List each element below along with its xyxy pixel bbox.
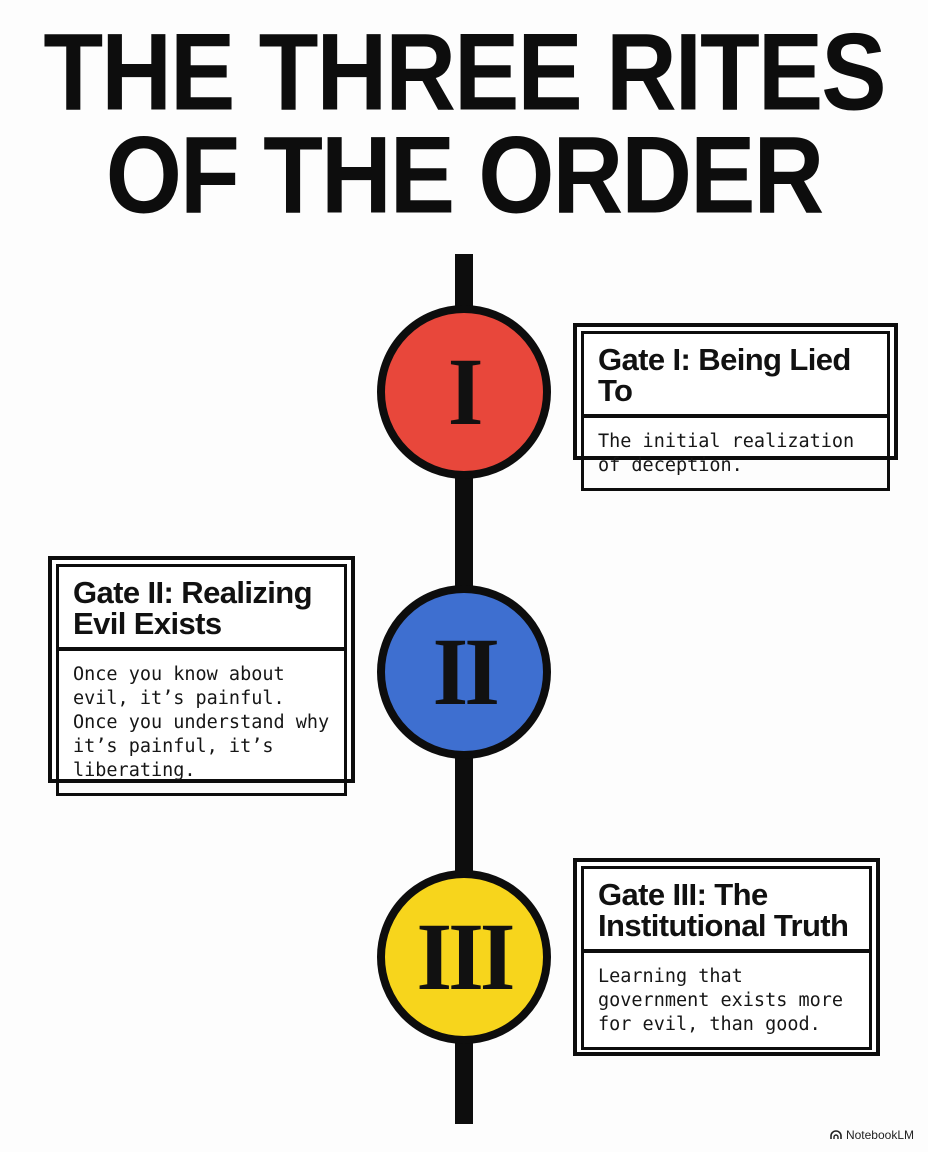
notebooklm-logo-icon [830,1130,842,1140]
title-line-2: OF THE ORDER [105,112,824,237]
gate-3-heading: Gate III: The Institutional Truth [581,866,872,953]
title-line-1: THE THREE RITES [43,9,886,134]
gate-3-description: Learning that government exists more for… [581,953,872,1050]
poster-title: THE THREE RITES OF THE ORDER [0,9,928,237]
gate-1-card: Gate I: Being Lied To The initial realiz… [573,323,898,491]
gate-3-numeral: III [416,903,515,1010]
gate-3-circle: III [377,870,551,1044]
gate-1-circle: I [377,305,551,479]
gate-2-description: Once you know about evil, it’s painful. … [56,651,347,796]
gate-1-description: The initial realization of deception. [581,418,890,491]
gate-2-card: Gate II: Realizing Evil Exists Once you … [48,556,355,796]
footer-brand: NotebookLM [845,1128,914,1142]
gate-3-card: Gate III: The Institutional Truth Learni… [573,858,880,1056]
gate-1-numeral: I [448,338,484,445]
gate-2-numeral: II [432,618,499,725]
gate-1-heading: Gate I: Being Lied To [581,331,890,418]
notebooklm-footer: NotebookLM [830,1128,914,1142]
gate-2-circle: II [377,585,551,759]
gate-2-heading: Gate II: Realizing Evil Exists [56,564,347,651]
